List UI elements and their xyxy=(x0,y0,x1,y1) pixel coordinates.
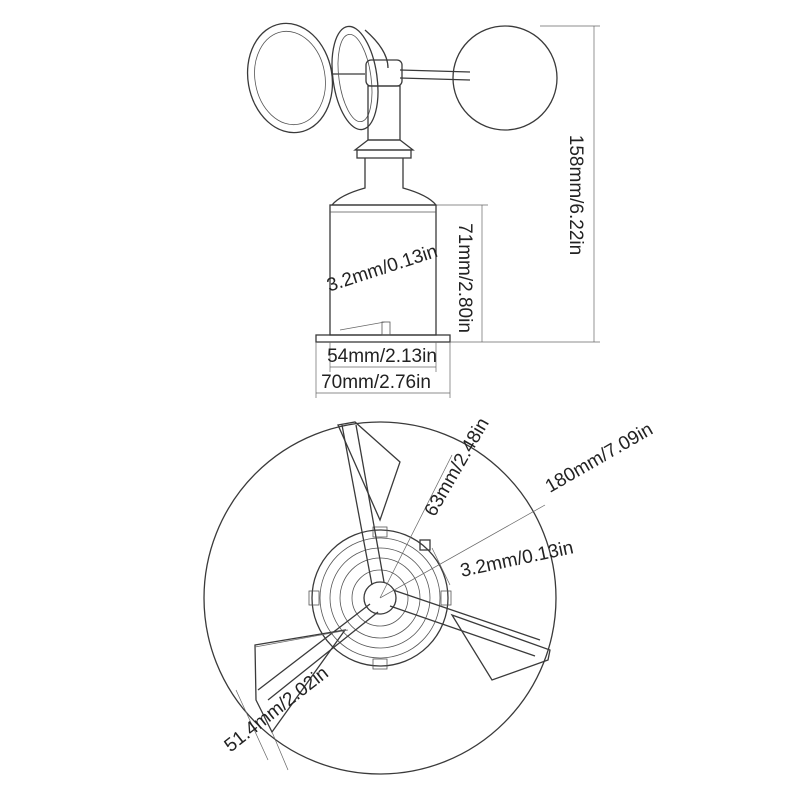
left-cup xyxy=(246,22,365,134)
dim-overall-height xyxy=(450,25,600,343)
rotor-circle xyxy=(203,421,557,775)
label-outer-width: 70mm/2.76in xyxy=(321,372,431,393)
right-cup xyxy=(452,25,558,131)
dim-hole-leader xyxy=(339,321,386,331)
top-cup-2 xyxy=(450,613,551,681)
dim-hole-line xyxy=(431,547,451,586)
label-body-height: 71mm/2.80in xyxy=(454,223,475,333)
dim-cup-dia-b xyxy=(254,629,349,648)
dim-rotor-radius-line xyxy=(379,504,546,599)
dim-widths xyxy=(315,342,451,398)
label-overall-height: 158mm/6.22in xyxy=(565,135,586,255)
dim-cup-radius-line xyxy=(379,454,453,599)
label-mount-hole-side: 3.2mm/0.13in xyxy=(324,241,440,297)
dim-cup-dia-c xyxy=(271,731,289,771)
label-rotor-diameter: 180mm/7.09in xyxy=(542,419,657,497)
top-view xyxy=(203,421,557,775)
hub-shaft xyxy=(330,59,438,206)
middle-cup xyxy=(331,25,389,131)
base-rings xyxy=(308,526,452,670)
right-arm xyxy=(399,69,471,73)
dim-cup-dia-a xyxy=(235,689,269,761)
label-inner-width: 54mm/2.13in xyxy=(327,346,437,367)
top-cup-1 xyxy=(337,421,401,522)
dim-body-height xyxy=(436,204,488,342)
body-housing xyxy=(315,204,451,343)
top-hub xyxy=(363,581,397,615)
side-view xyxy=(246,22,600,398)
